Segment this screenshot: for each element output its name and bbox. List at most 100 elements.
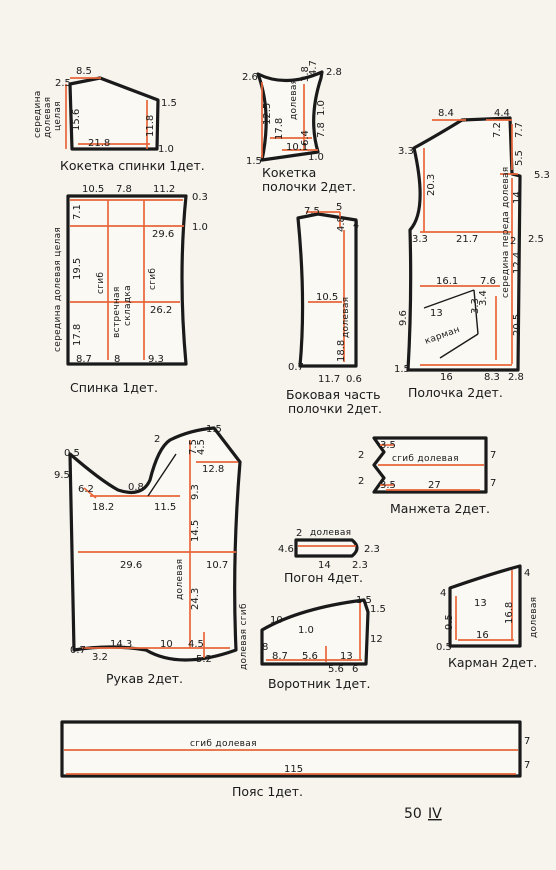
dim: 17.8 [72, 324, 83, 346]
sleeve-piece: 1.5 2 0.5 4.5 7.5 9.5 6.2 0.8 12.8 18.2 … [54, 424, 242, 686]
dim: 2.3 [364, 544, 380, 555]
dim: 7.5 [188, 439, 199, 455]
side-panel-piece: 7.5 5 4.8 4 10.5 18.8 0.7 11.7 0.6 долев… [286, 202, 382, 416]
collar-piece: 1.5 10 1.0 1.5 8 8.7 5.6 13 12 5.6 6 дол… [239, 595, 386, 691]
grain-label: долевая [43, 97, 53, 138]
dim: 13 [340, 651, 353, 662]
dim: 5.6 [302, 651, 318, 662]
dim: 1.5 [161, 98, 177, 109]
dim: 0.8 [128, 482, 144, 493]
dim: 7 [490, 450, 496, 461]
grain-label: долевая [289, 79, 299, 120]
dim: 0.5 [436, 642, 452, 653]
dim: 3.3 [470, 298, 481, 314]
grain-label: долевая [341, 297, 351, 338]
dim: 4.5 [196, 439, 207, 455]
dim: 7.2 [492, 122, 503, 138]
dim: 7.7 [514, 122, 525, 138]
side-panel-outline [296, 212, 358, 368]
belt-outline [60, 720, 522, 778]
cuff-caption: Манжета 2дет. [390, 501, 490, 516]
dim: 8.7 [272, 651, 288, 662]
dim: 8.5 [76, 66, 92, 77]
dim: 5.3 [534, 170, 550, 181]
dim: 3.4 [478, 290, 489, 306]
dim: 1.0 [192, 222, 208, 233]
grain-label: целая [53, 101, 63, 131]
dim: 2 [154, 434, 160, 445]
back-outline [66, 194, 188, 366]
epaulet-caption: Погон 4дет. [284, 570, 363, 585]
side-panel-caption: полочки 2дет. [288, 401, 382, 416]
epaulet-outline [294, 538, 359, 558]
side-panel-caption: Боковая часть [286, 387, 381, 402]
dim: 2 [358, 450, 364, 461]
dim: 1.5 [246, 156, 262, 167]
dim: 2 [510, 236, 516, 247]
dim: 2.8 [326, 67, 342, 78]
fold-label: сгиб [148, 268, 158, 290]
pocket-outline [448, 564, 522, 648]
front-outline [406, 116, 522, 372]
back-piece: 10.5 7.8 11.2 0.3 1.0 7.1 19.5 29.6 26.2… [53, 184, 208, 395]
dim: 12.5 [262, 103, 273, 125]
dim: 3.5 [380, 440, 396, 451]
grain-label: середина долевая целая [53, 227, 63, 352]
front-yoke-caption: Кокетка [262, 165, 316, 180]
dim: 1.5 [356, 595, 372, 606]
dim: 16.1 [436, 276, 458, 287]
fold-label: сгиб долевая [392, 454, 459, 464]
dim: 9.5 [54, 470, 70, 481]
front-piece: 8.4 4.4 7.2 7.7 3.3 5.5 5.3 20.3 14 3.3 … [394, 108, 550, 400]
back-caption: Спинка 1дет. [70, 380, 158, 395]
page-number: 50 IV [404, 806, 442, 822]
dim: 7 [524, 760, 530, 771]
dim: 29.6 [152, 229, 174, 240]
dim: 7 [490, 478, 496, 489]
dim: 14 [318, 560, 331, 571]
dim: 4.7 [308, 60, 319, 76]
cuff-piece: 3.5 2 7 2 3.5 27 7 сгиб долевая Манжета … [358, 436, 496, 516]
dim: 10.5 [82, 184, 104, 195]
dim: 3.3 [412, 234, 428, 245]
dim: 16 [440, 372, 453, 383]
dim: 17.8 [274, 118, 285, 140]
dim: 4.8 [336, 216, 347, 232]
dim: 6 [352, 664, 358, 675]
dim: 0.5 [64, 448, 80, 459]
dim: 2 [296, 528, 302, 539]
dim: 11.2 [153, 184, 175, 195]
dim: 11.8 [145, 115, 156, 137]
grain-label: середина [33, 90, 43, 138]
dim: 9.3 [190, 484, 201, 500]
dim: 7.8 [316, 122, 327, 138]
grain-label: долевая [310, 528, 351, 538]
dim: 26.2 [150, 305, 172, 316]
dim: 18.2 [92, 502, 114, 513]
dim: 21.8 [88, 138, 110, 149]
dim: 12.8 [202, 464, 224, 475]
grain-label: долевая [529, 597, 539, 638]
dim: 5 [336, 202, 342, 213]
dim: 24.3 [190, 588, 201, 610]
dim: 5.2 [196, 654, 212, 665]
dim: 8 [114, 354, 120, 365]
dim: 1.5 [206, 424, 222, 435]
dim: 20.5 [512, 314, 523, 336]
dim: 0.7 [288, 362, 304, 373]
dim: 8 [262, 642, 268, 653]
epaulet-piece: 2 долевая 4.6 2.3 14 2.3 Погон 4дет. [278, 528, 380, 585]
dim: 2.6 [242, 72, 258, 83]
back-yoke-piece: 8.5 2.5 15.6 21.8 1.5 11.8 1.0 середина … [33, 66, 205, 173]
dim: 2.5 [528, 234, 544, 245]
dim: 2 [358, 476, 364, 487]
dim: 10.5 [316, 292, 338, 303]
fold-label: сгиб [96, 272, 106, 294]
dim: 18.8 [336, 340, 347, 362]
page-number-arabic: 50 [404, 806, 422, 822]
collar-outline [260, 598, 370, 666]
front-yoke-caption: полочки 2дет. [262, 179, 356, 194]
dim: 9.6 [398, 310, 409, 326]
dim: 4 [353, 220, 359, 231]
